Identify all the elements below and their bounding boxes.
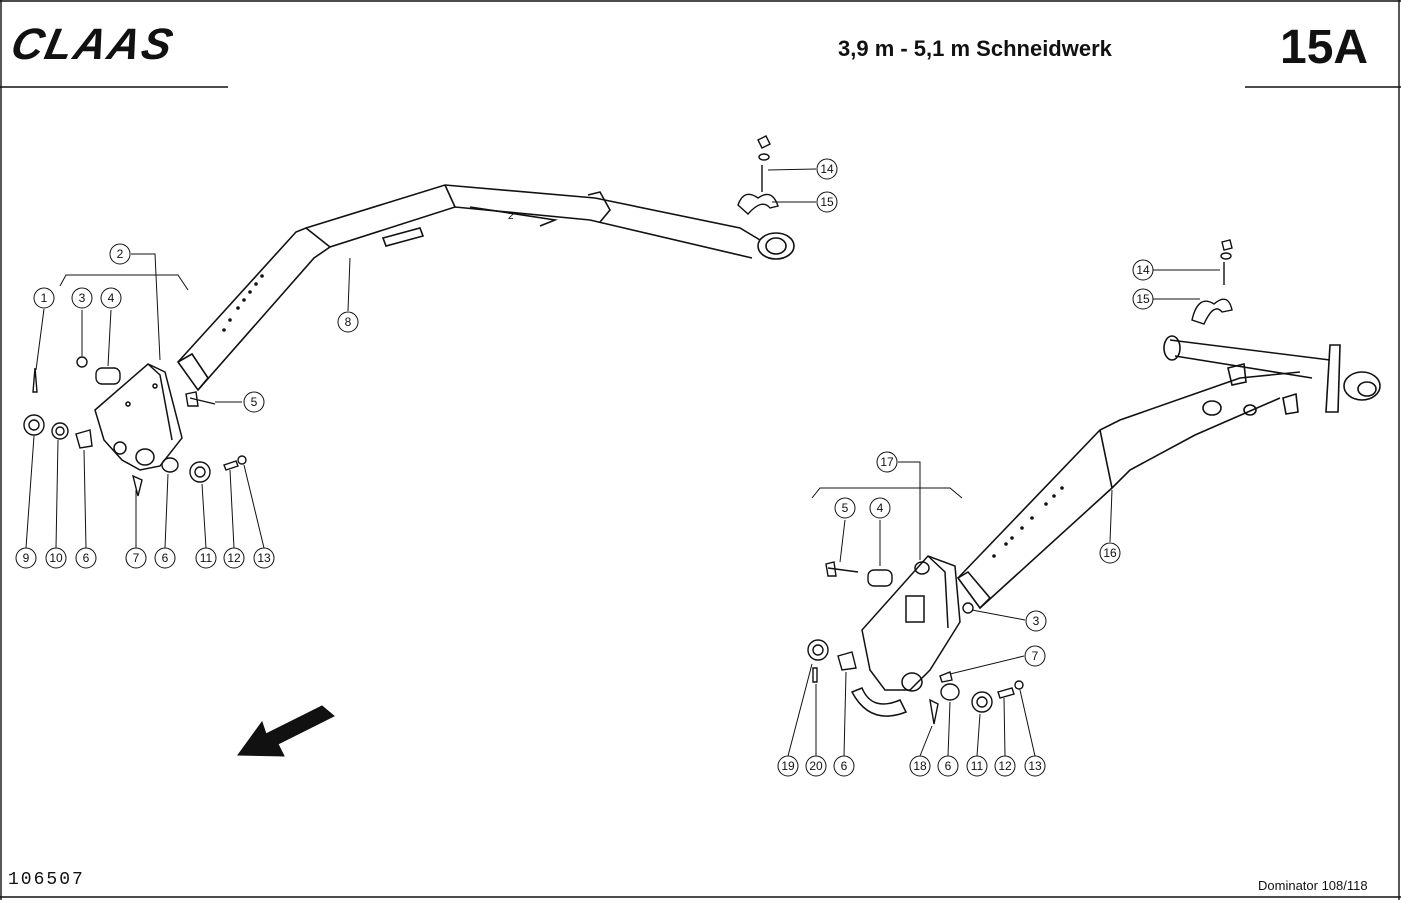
callout-r14: 14: [1132, 259, 1154, 281]
callout-5: 5: [243, 391, 265, 413]
svg-text:20: 20: [809, 759, 823, 773]
left-frame-tube: [176, 184, 795, 392]
svg-text:12: 12: [998, 759, 1012, 773]
svg-text:7: 7: [1032, 649, 1039, 663]
svg-text:3: 3: [79, 291, 86, 305]
svg-text:2: 2: [117, 247, 124, 261]
callout-r17: 17: [876, 451, 898, 473]
callout-12: 12: [223, 547, 245, 569]
svg-text:6: 6: [945, 759, 952, 773]
svg-text:7: 7: [133, 551, 140, 565]
callout-9: 9: [15, 547, 37, 569]
callout-10: 10: [45, 547, 67, 569]
callout-7: 7: [125, 547, 147, 569]
svg-text:15: 15: [820, 195, 834, 209]
callout-r12: 12: [994, 755, 1016, 777]
callout-r11: 11: [966, 755, 988, 777]
svg-text:6: 6: [841, 759, 848, 773]
callout-1: 1: [33, 287, 55, 309]
svg-text:16: 16: [1103, 546, 1117, 560]
callout-2: 2: [109, 243, 131, 265]
callout-r5: 5: [834, 497, 856, 519]
svg-text:18: 18: [913, 759, 927, 773]
left-leader-lines: [25, 168, 817, 549]
callout-r18: 18: [909, 755, 931, 777]
callout-11: 11: [195, 547, 217, 569]
svg-text:1: 1: [41, 291, 48, 305]
svg-text:9: 9: [23, 551, 30, 565]
left-frame-holes: [222, 274, 264, 332]
callout-13: 13: [253, 547, 275, 569]
callout-r7: 7: [1024, 645, 1046, 667]
figure-number: 106507: [8, 870, 85, 890]
right-frame-holes: [992, 486, 1064, 558]
right-leader-lines: [787, 269, 1220, 757]
svg-text:6: 6: [83, 551, 90, 565]
left-small-parts: [23, 356, 247, 497]
svg-text:11: 11: [971, 759, 984, 773]
svg-text:4: 4: [108, 291, 115, 305]
svg-text:5: 5: [842, 501, 849, 515]
left-callouts: 1 2 3 4 5 6 6 7 8 9 10 11 12 13 14 15: [15, 158, 838, 569]
callout-r6a: 6: [833, 755, 855, 777]
callout-3: 3: [71, 287, 93, 309]
right-support-bracket: [850, 555, 961, 717]
svg-text:14: 14: [1136, 263, 1150, 277]
callout-6a: 6: [75, 547, 97, 569]
svg-text:13: 13: [257, 551, 271, 565]
page-title: 3,9 m - 5,1 m Schneidwerk: [838, 36, 1112, 61]
svg-text:5: 5: [251, 395, 258, 409]
right-small-parts: [807, 561, 1024, 725]
svg-text:11: 11: [200, 551, 213, 565]
right-callouts: 3 4 5 6 6 7 11 12 13 14 15 16 17 18 19 2…: [777, 259, 1154, 777]
callout-r6b: 6: [937, 755, 959, 777]
svg-text:13: 13: [1028, 759, 1042, 773]
callout-r16: 16: [1099, 542, 1121, 564]
callout-4: 4: [100, 287, 122, 309]
callout-14: 14: [816, 158, 838, 180]
callout-r20: 20: [805, 755, 827, 777]
svg-text:10: 10: [49, 551, 63, 565]
svg-text:4: 4: [877, 501, 884, 515]
callout-r19: 19: [777, 755, 799, 777]
left-support-bracket: [94, 363, 183, 471]
svg-text:8: 8: [345, 315, 352, 329]
model-label: Dominator 108/118: [1258, 878, 1368, 893]
callout-r4: 4: [869, 497, 891, 519]
travel-direction-arrow: [237, 705, 335, 757]
right-frame-tube: [956, 335, 1381, 610]
left-frame-mark: 2: [508, 211, 514, 222]
svg-text:3: 3: [1033, 614, 1040, 628]
svg-text:6: 6: [162, 551, 169, 565]
callout-r13: 13: [1024, 755, 1046, 777]
left-clamp-bracket: [737, 135, 779, 215]
callout-r15: 15: [1132, 288, 1154, 310]
page-number: 15A: [1280, 21, 1369, 74]
right-clamp-bracket: [1191, 239, 1233, 325]
callout-6b: 6: [154, 547, 176, 569]
callout-8: 8: [337, 311, 359, 333]
svg-text:17: 17: [880, 455, 894, 469]
callout-r3: 3: [1025, 610, 1047, 632]
svg-text:12: 12: [227, 551, 241, 565]
svg-text:15: 15: [1136, 292, 1150, 306]
callout-15: 15: [816, 191, 838, 213]
svg-text:14: 14: [820, 162, 834, 176]
svg-text:19: 19: [781, 759, 795, 773]
